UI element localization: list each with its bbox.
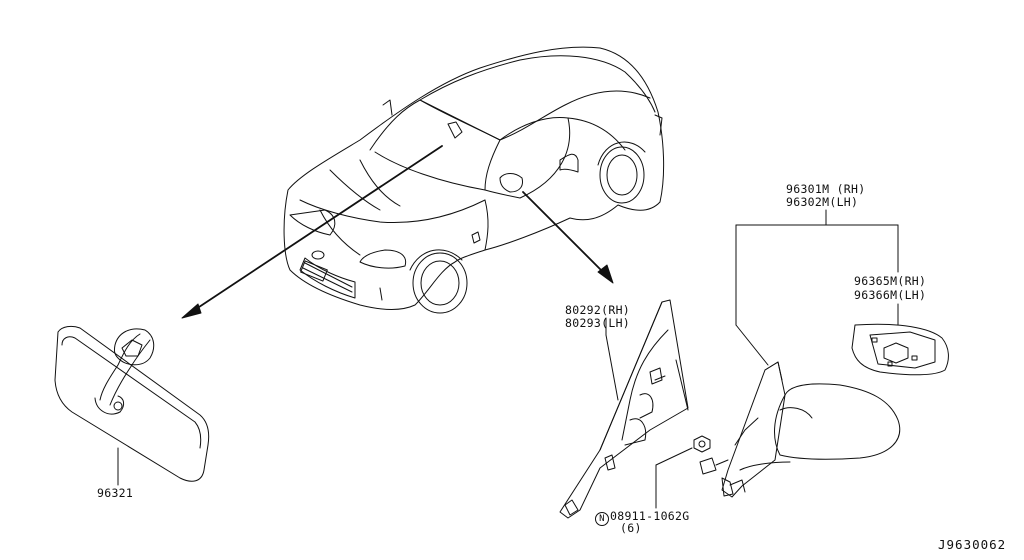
nut-illustration [655,435,711,509]
door-mirror-rh-part-number: 96301M (RH) [786,182,866,196]
nut-symbol: N [595,512,609,526]
mirror-glass-rh-part-number: 96365M(RH) [854,274,927,288]
mirror-glass-lh-part-number: 96366M(LH) [854,288,927,302]
arrow-to-corner-finisher [522,191,614,284]
door-mirror-lh-part-number: 96302M(LH) [786,195,859,209]
nut-part-code: 08911-1062G [610,509,690,523]
mirror-glass-illustration [851,303,949,376]
door-mirror-illustration [699,361,901,498]
inside-mirror-part-number: 96321 [97,486,134,500]
nut-quantity: (6) [620,521,642,535]
inside-mirror-illustration [54,325,210,486]
corner-finisher-rh-part-number: 80292(RH) [565,303,631,317]
drawing-id: J9630062 [938,537,1007,552]
arrow-to-inside-mirror [181,145,443,319]
door-mirror-bracket-lines [735,209,899,366]
corner-finisher-illustration [559,299,689,519]
corner-finisher-lh-part-number: 80293(LH) [565,316,631,330]
car-illustration [283,46,665,314]
